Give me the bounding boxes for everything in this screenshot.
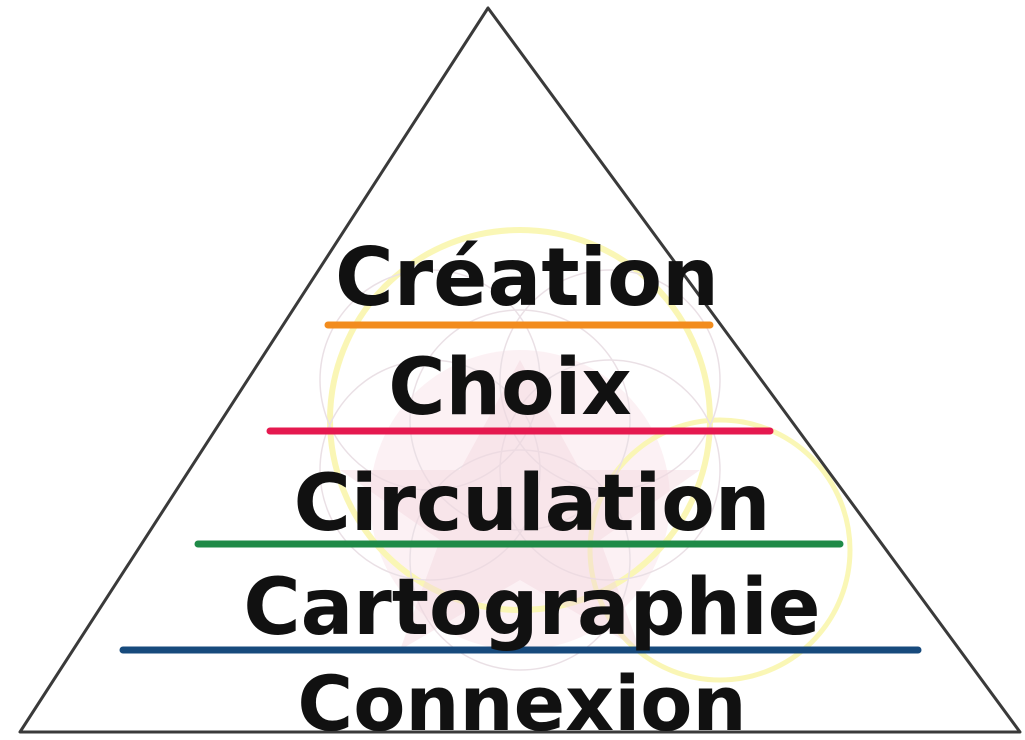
level-label-cartographie: Cartographie (243, 563, 820, 653)
level-label-creation: Création (335, 231, 719, 324)
level-label-choix: Choix (388, 343, 631, 433)
level-label-connexion: Connexion (297, 659, 746, 740)
level-label-circulation: Circulation (294, 459, 771, 549)
